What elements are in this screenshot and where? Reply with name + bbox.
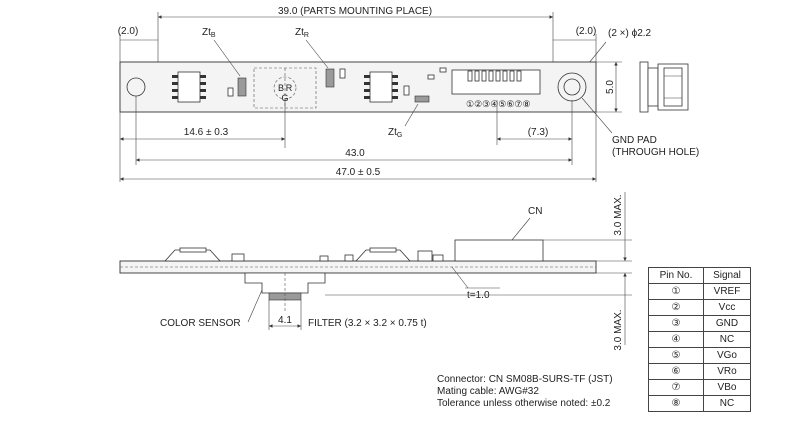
pin-number: ⑧	[648, 395, 704, 412]
pin-number: ⑥	[648, 363, 704, 380]
zener-b	[237, 77, 247, 97]
zener-g	[414, 95, 430, 103]
connector-side	[454, 239, 544, 262]
side-view: CN t=1.0 3.0 MAX. 3.0 MAX. 4.1 COLOR SEN…	[119, 192, 632, 351]
hole-callout: (2 ×) ϕ2.2	[608, 28, 652, 39]
sensor-label-r: R	[286, 83, 293, 93]
mounting-hole-right	[563, 78, 581, 96]
gnd-pad-sublabel: (THROUGH HOLE)	[612, 147, 699, 158]
connector-note: Connector: CN SM08B-SURS-TF (JST)	[437, 374, 613, 385]
dim-overall-length: 47.0 ± 0.5	[336, 167, 381, 178]
pin-number: ③	[648, 315, 704, 332]
pin-signal: VRo	[703, 363, 751, 380]
pin-signal: VBo	[703, 379, 751, 396]
dim-height: 5.0	[605, 80, 616, 94]
pin-signal: VREF	[703, 283, 751, 300]
filter-label: FILTER (3.2 × 3.2 × 0.75 t)	[308, 318, 427, 329]
zt-b-sub: B	[211, 32, 216, 39]
notes-block: Connector: CN SM08B-SURS-TF (JST) Mating…	[437, 374, 613, 410]
connector-pin-numbers: ①②③④⑤⑥⑦⑧	[466, 99, 531, 109]
cn-label: CN	[528, 206, 542, 217]
svg-text:ZtB: ZtB	[202, 27, 216, 39]
pin-no-header: Pin No.	[648, 267, 704, 284]
pin-signal: GND	[703, 315, 751, 332]
gnd-pad-label: GND PAD	[612, 135, 657, 146]
dim-sensor-position: 14.6 ± 0.3	[184, 127, 229, 138]
sensor-label-g: G	[281, 93, 288, 103]
cable-note: Mating cable: AWG#32	[437, 386, 539, 397]
zener-r	[325, 68, 335, 88]
zt-b-label: Zt	[202, 27, 211, 38]
pin-table-header: Pin No. Signal	[648, 267, 751, 284]
pin-number: ⑦	[648, 379, 704, 396]
sensor-label-b: B	[278, 83, 284, 93]
dim-filter-width: 4.1	[278, 315, 292, 326]
pin-signal: NC	[703, 331, 751, 348]
max-height-top: 3.0 MAX.	[613, 194, 624, 235]
pin-number: ⑤	[648, 347, 704, 364]
color-sensor-label: COLOR SENSOR	[160, 318, 241, 329]
svg-text:ZtG: ZtG	[388, 127, 402, 139]
zt-r-label: Zt	[295, 27, 304, 38]
connector-end-view	[639, 61, 689, 113]
pin-signal: VGo	[703, 347, 751, 364]
dim-connector-position: (7.3)	[528, 127, 549, 138]
pin-signal: NC	[703, 395, 751, 412]
dim-right-margin: (2.0)	[576, 26, 597, 37]
pin-number: ④	[648, 331, 704, 348]
tolerance-note: Tolerance unless otherwise noted: ±0.2	[437, 398, 611, 409]
pin-number: ②	[648, 299, 704, 316]
ic-left	[177, 71, 201, 103]
zt-g-sub: G	[397, 132, 402, 139]
zt-r-sub: R	[304, 32, 309, 39]
dim-hole-pitch: 43.0	[345, 148, 365, 159]
pin-signal: Vcc	[703, 299, 751, 316]
svg-text:ZtR: ZtR	[295, 27, 309, 39]
connector-pins	[467, 70, 522, 82]
dim-left-margin: (2.0)	[118, 26, 139, 37]
dim-parts-mounting: 39.0 (PARTS MOUNTING PLACE)	[278, 6, 432, 17]
top-view: 39.0 (PARTS MOUNTING PLACE) (2.0) (2.0) …	[118, 6, 699, 182]
thickness-label: t=1.0	[467, 290, 490, 301]
max-height-bottom: 3.0 MAX.	[613, 309, 624, 350]
signal-header: Signal	[703, 267, 751, 284]
pin-number: ①	[648, 283, 704, 300]
ic-right	[369, 71, 393, 103]
zt-g-label: Zt	[388, 127, 397, 138]
